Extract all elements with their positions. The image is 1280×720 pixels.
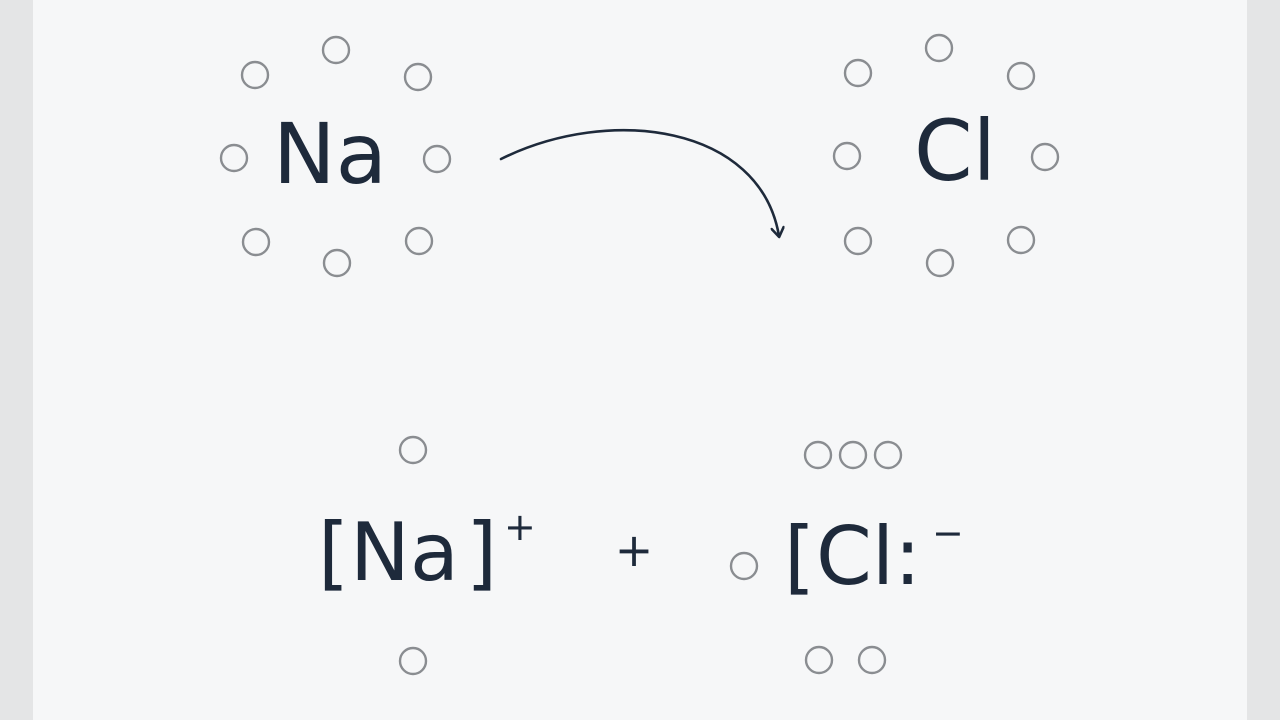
electron-dot-icon xyxy=(838,440,868,470)
electron-dot-icon xyxy=(804,645,834,675)
sodium-electron-dots xyxy=(219,35,452,278)
chlorine-atom: Cl xyxy=(832,33,1060,278)
electron-dot-icon xyxy=(843,226,873,256)
electron-dot-icon xyxy=(241,227,271,257)
electron-dot-icon xyxy=(924,33,954,63)
electron-dot-icon xyxy=(398,646,428,676)
electron-dot-icon xyxy=(1030,142,1060,172)
electron-dot-icon xyxy=(803,440,833,470)
electron-dot-icon xyxy=(219,143,249,173)
electron-dot-icon xyxy=(321,35,351,65)
electron-dot-icon xyxy=(857,645,887,675)
electron-dot-icon xyxy=(403,62,433,92)
electron-dot-icon xyxy=(729,551,759,581)
electron-dot-icon xyxy=(398,435,428,465)
sodium-atom: Na xyxy=(219,35,452,278)
electron-dot-icon xyxy=(404,226,434,256)
curved-arrow-icon xyxy=(499,128,779,236)
sodium-symbol: Na xyxy=(273,105,387,203)
sodium-ion-symbol: Na xyxy=(350,506,459,599)
chlorine-electron-dots xyxy=(832,33,1060,278)
chloride-ion-symbol: Cl: xyxy=(816,510,921,603)
electron-dot-icon xyxy=(240,60,270,90)
electron-dot-icon xyxy=(843,58,873,88)
electron-dot-icon xyxy=(322,248,352,278)
electron-dot-icon xyxy=(873,440,903,470)
chloride-ion-open-bracket: [ xyxy=(784,510,815,603)
electron-dot-icon xyxy=(422,144,452,174)
electron-dot-icon xyxy=(925,248,955,278)
electron-dot-icon xyxy=(1006,225,1036,255)
sodium-ion-charge: + xyxy=(504,505,536,549)
sodium-ion-open-bracket: [ xyxy=(318,506,349,599)
electron-dot-icon xyxy=(1006,61,1036,91)
sodium-ion: [ Na ] + xyxy=(318,435,536,676)
chlorine-symbol: Cl xyxy=(914,102,996,200)
sodium-ion-close-bracket: ] xyxy=(466,506,497,599)
reaction-plus-sign: + xyxy=(615,523,654,577)
chloride-ion-charge: − xyxy=(932,511,964,555)
electron-dot-icon xyxy=(832,141,862,171)
diagram-background xyxy=(33,0,1247,720)
chloride-ion: [ Cl: − xyxy=(729,440,964,675)
